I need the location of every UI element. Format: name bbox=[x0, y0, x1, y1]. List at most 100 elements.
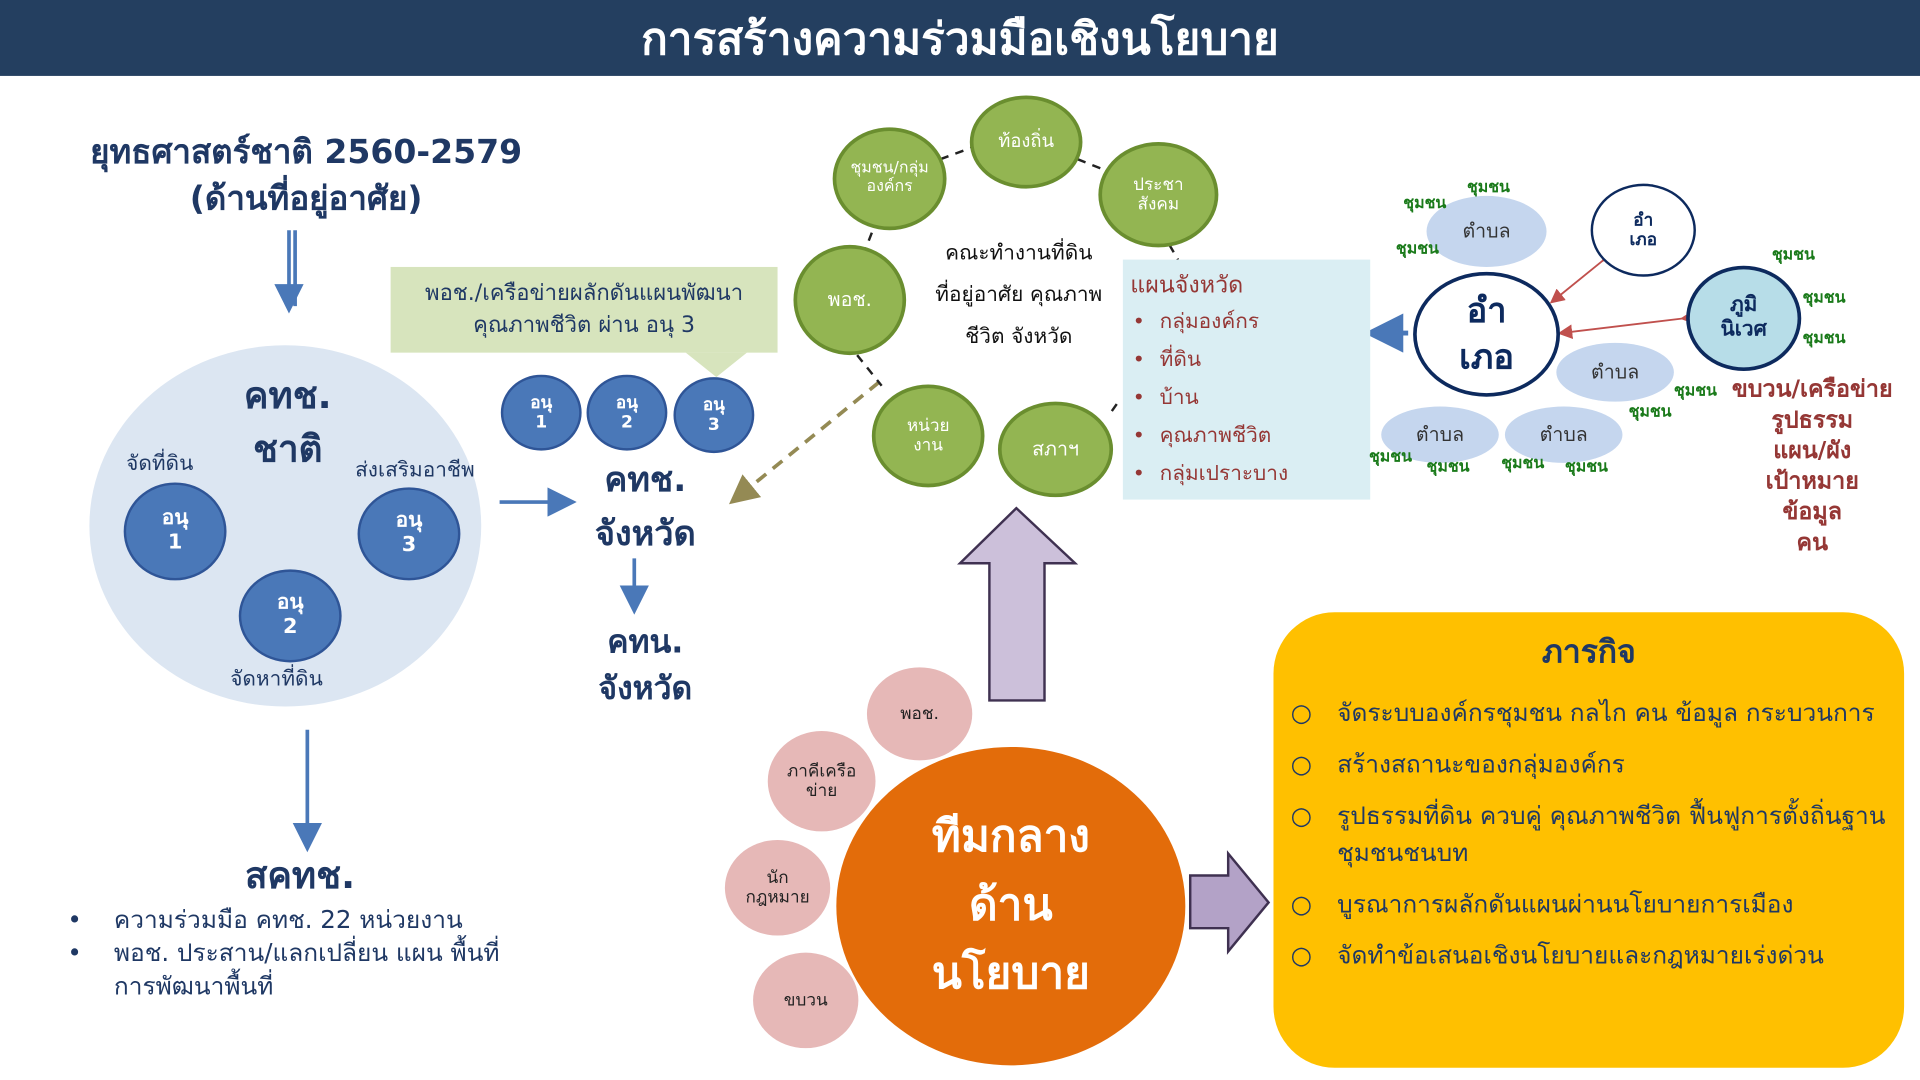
community-label: ชุมชน bbox=[1673, 382, 1717, 401]
plan-item-text: ที่ดิน bbox=[1159, 347, 1202, 373]
subdistrict-top[interactable]: ตำบล bbox=[1426, 195, 1547, 267]
province-sub-2[interactable]: อนุ2 bbox=[586, 374, 668, 451]
bullet-text: พอช. ประสาน/แลกเปลี่ยน แผน พื้นที่การพัฒ… bbox=[113, 937, 500, 1001]
subdistrict-bottom-right[interactable]: ตำบล bbox=[1504, 406, 1623, 463]
plan-item: •กลุ่มเปราะบาง bbox=[1132, 461, 1289, 487]
plan-item-text: กลุ่มเปราะบาง bbox=[1159, 461, 1289, 487]
national-committee-title: คทช. ชาติ bbox=[220, 370, 355, 478]
node-civil-society[interactable]: ประชาสังคม bbox=[1098, 142, 1219, 248]
label-career: ส่งเสริมอาชีพ bbox=[355, 457, 475, 483]
subcommittee-3[interactable]: อนุ3 bbox=[357, 487, 461, 581]
central-policy-team[interactable]: ทีมกลางด้านนโยบาย bbox=[836, 746, 1186, 1066]
province-plan-list: •กลุ่มองค์กร •ที่ดิน •บ้าน •คุณภาพชีวิต … bbox=[1133, 304, 1371, 494]
partner-network[interactable]: ภาคีเครือข่าย bbox=[767, 731, 876, 832]
knn-line1: คทน. bbox=[607, 624, 684, 662]
sub-label: อนุ bbox=[702, 395, 725, 415]
sub-label: อนุ bbox=[276, 590, 304, 616]
province-committee: คทช.จังหวัด bbox=[566, 453, 725, 561]
team-line2: ด้าน bbox=[969, 880, 1053, 931]
district-circle[interactable]: อำเภอ bbox=[1413, 271, 1561, 397]
partner-lawyer[interactable]: นักกฎหมาย bbox=[724, 840, 831, 936]
sub-label: อนุ bbox=[615, 392, 638, 413]
mission-item-text: จัดทำข้อเสนอเชิงนโยบายและกฎหมายเร่งด่วน bbox=[1337, 940, 1824, 970]
mission-list: ○จัดระบบองค์กรชุมชน กลไก คน ข้อมูล กระบว… bbox=[1291, 694, 1892, 973]
mission-item: ○รูปธรรมที่ดิน ควบคู่ คุณภาพชีวิต ฟื้นฟู… bbox=[1290, 800, 1886, 867]
mission-item: ○จัดทำข้อเสนอเชิงนโยบายและกฎหมายเร่งด่วน bbox=[1290, 940, 1824, 970]
movement-item: คน bbox=[1796, 528, 1828, 556]
up-arrow bbox=[957, 506, 1079, 702]
ecosystem-circle[interactable]: ภูมินิเวศ bbox=[1686, 265, 1802, 372]
node-codi[interactable]: พอช. bbox=[793, 244, 907, 356]
strategy-line1: ยุทธศาสตร์ชาติ 2560-2579 bbox=[90, 133, 523, 172]
national-title-line1: คทช. bbox=[243, 374, 332, 418]
district-small-line2: เภอ bbox=[1629, 230, 1657, 250]
mission-item-text: บูรณาการผลักดันแผนผ่านนโยบายการเมือง bbox=[1337, 888, 1794, 919]
province-sub-3[interactable]: อนุ3 bbox=[673, 377, 755, 454]
plan-item-text: กลุ่มองค์กร bbox=[1159, 309, 1260, 335]
bullet-text: ความร่วมมือ คทช. 22 หน่วยงาน bbox=[113, 904, 463, 935]
label-land: จัดที่ดิน bbox=[126, 451, 194, 477]
plan-item-text: คุณภาพชีวิต bbox=[1159, 423, 1272, 449]
province-sub-1[interactable]: อนุ1 bbox=[500, 374, 582, 451]
partner-codi[interactable]: พอช. bbox=[866, 667, 973, 761]
sub-number: 1 bbox=[167, 530, 183, 555]
node-local[interactable]: ท้องถิ่น bbox=[969, 95, 1083, 189]
community-label: ชุมชน bbox=[1564, 457, 1608, 477]
subcommittee-1[interactable]: อนุ1 bbox=[123, 482, 227, 581]
skth-bullet: •พอช. ประสาน/แลกเปลี่ยน แผน พื้นที่การพั… bbox=[67, 937, 500, 1001]
district-small[interactable]: อำเภอ bbox=[1590, 183, 1696, 277]
community-label: ชุมชน bbox=[1368, 448, 1412, 467]
movement-item: ข้อมูล bbox=[1782, 498, 1842, 526]
district-line1: อำ bbox=[1466, 290, 1507, 331]
team-line1: ทีมกลาง bbox=[931, 811, 1090, 863]
right-arrow bbox=[1188, 850, 1271, 955]
node-council[interactable]: สภาฯ bbox=[997, 401, 1114, 498]
mission-title: ภารกิจ bbox=[1541, 634, 1636, 672]
node-agency[interactable]: หน่วยงาน bbox=[871, 384, 985, 488]
mission-item: ○บูรณาการผลักดันแผนผ่านนโยบายการเมือง bbox=[1290, 888, 1794, 919]
plan-item: •กลุ่มองค์กร bbox=[1132, 309, 1260, 335]
mission-item: ○จัดระบบองค์กรชุมชน กลไก คน ข้อมูล กระบว… bbox=[1290, 697, 1875, 728]
movement-list: ขบวน/เครือข่ายรูปธรรมแผน/ผังเป้าหมายข้อม… bbox=[1714, 375, 1910, 559]
plan-item-text: บ้าน bbox=[1159, 385, 1199, 411]
wg-line2: ที่อยู่อาศัย คุณภาพ bbox=[935, 282, 1103, 308]
community-label: ชุมชน bbox=[1466, 178, 1510, 198]
skth-bullets: •ความร่วมมือ คทช. 22 หน่วยงาน •พอช. ประส… bbox=[67, 904, 520, 1003]
strategy-line2: (ด้านที่อยู่อาศัย) bbox=[189, 180, 423, 218]
skth-bullet: •ความร่วมมือ คทช. 22 หน่วยงาน bbox=[67, 904, 463, 935]
partner-movement[interactable]: ขบวน bbox=[753, 952, 859, 1049]
sub-label: อนุ bbox=[161, 506, 189, 531]
dashed-arrow-working-group bbox=[729, 380, 881, 505]
community-label: ชุมชน bbox=[1426, 457, 1470, 477]
plan-item: •บ้าน bbox=[1132, 385, 1199, 411]
province-plan-box: แผนจังหวัด •กลุ่มองค์กร •ที่ดิน •บ้าน •ค… bbox=[1122, 259, 1371, 500]
national-title-line2: ชาติ bbox=[253, 428, 323, 472]
ecosystem-line2: นิเวศ bbox=[1720, 317, 1767, 342]
movement-item: รูปธรรม bbox=[1771, 406, 1854, 434]
mission-item-text: รูปธรรมที่ดิน ควบคู่ คุณภาพชีวิต ฟื้นฟูก… bbox=[1337, 800, 1886, 867]
plan-item: •คุณภาพชีวิต bbox=[1132, 423, 1272, 449]
callout-pointer bbox=[685, 352, 747, 378]
mission-item-text: จัดระบบองค์กรชุมชน กลไก คน ข้อมูล กระบวน… bbox=[1337, 697, 1875, 728]
callout-box: พอช./เครือข่ายผลักดันแผนพัฒนาคุณภาพชีวิต… bbox=[390, 266, 778, 353]
province-plan-title: แผนจังหวัด bbox=[1130, 271, 1244, 299]
district-line2: เภอ bbox=[1459, 336, 1514, 378]
community-label: ชุมชน bbox=[1501, 454, 1545, 473]
sub-number: 3 bbox=[707, 415, 720, 435]
plan-item: •ที่ดิน bbox=[1132, 347, 1202, 373]
strategy-heading: ยุทธศาสตร์ชาติ 2560-2579 (ด้านที่อยู่อาศ… bbox=[73, 130, 538, 223]
community-label: ชุมชน bbox=[1802, 329, 1846, 348]
mission-box: ภารกิจ ○จัดระบบองค์กรชุมชน กลไก คน ข้อมู… bbox=[1273, 612, 1905, 1068]
community-label: ชุมชน bbox=[1628, 402, 1672, 422]
movement-item: เป้าหมาย bbox=[1765, 467, 1859, 495]
wg-line3: ชีวิต จังหวัด bbox=[965, 324, 1073, 349]
community-label: ชุมชน bbox=[1802, 288, 1846, 308]
subdistrict-bottom-left[interactable]: ตำบล bbox=[1381, 406, 1499, 463]
subcommittee-2[interactable]: อนุ2 bbox=[238, 569, 342, 663]
label-find-land: จัดหาที่ดิน bbox=[230, 667, 323, 692]
node-community-org[interactable]: ชุมชน/กลุ่มองค์กร bbox=[832, 127, 947, 231]
sub-label: อนุ bbox=[395, 508, 423, 534]
working-group-title: คณะทำงานที่ดินที่อยู่อาศัย คุณภาพชีวิต จ… bbox=[909, 233, 1129, 358]
subdistrict-right[interactable]: ตำบล bbox=[1556, 342, 1674, 402]
